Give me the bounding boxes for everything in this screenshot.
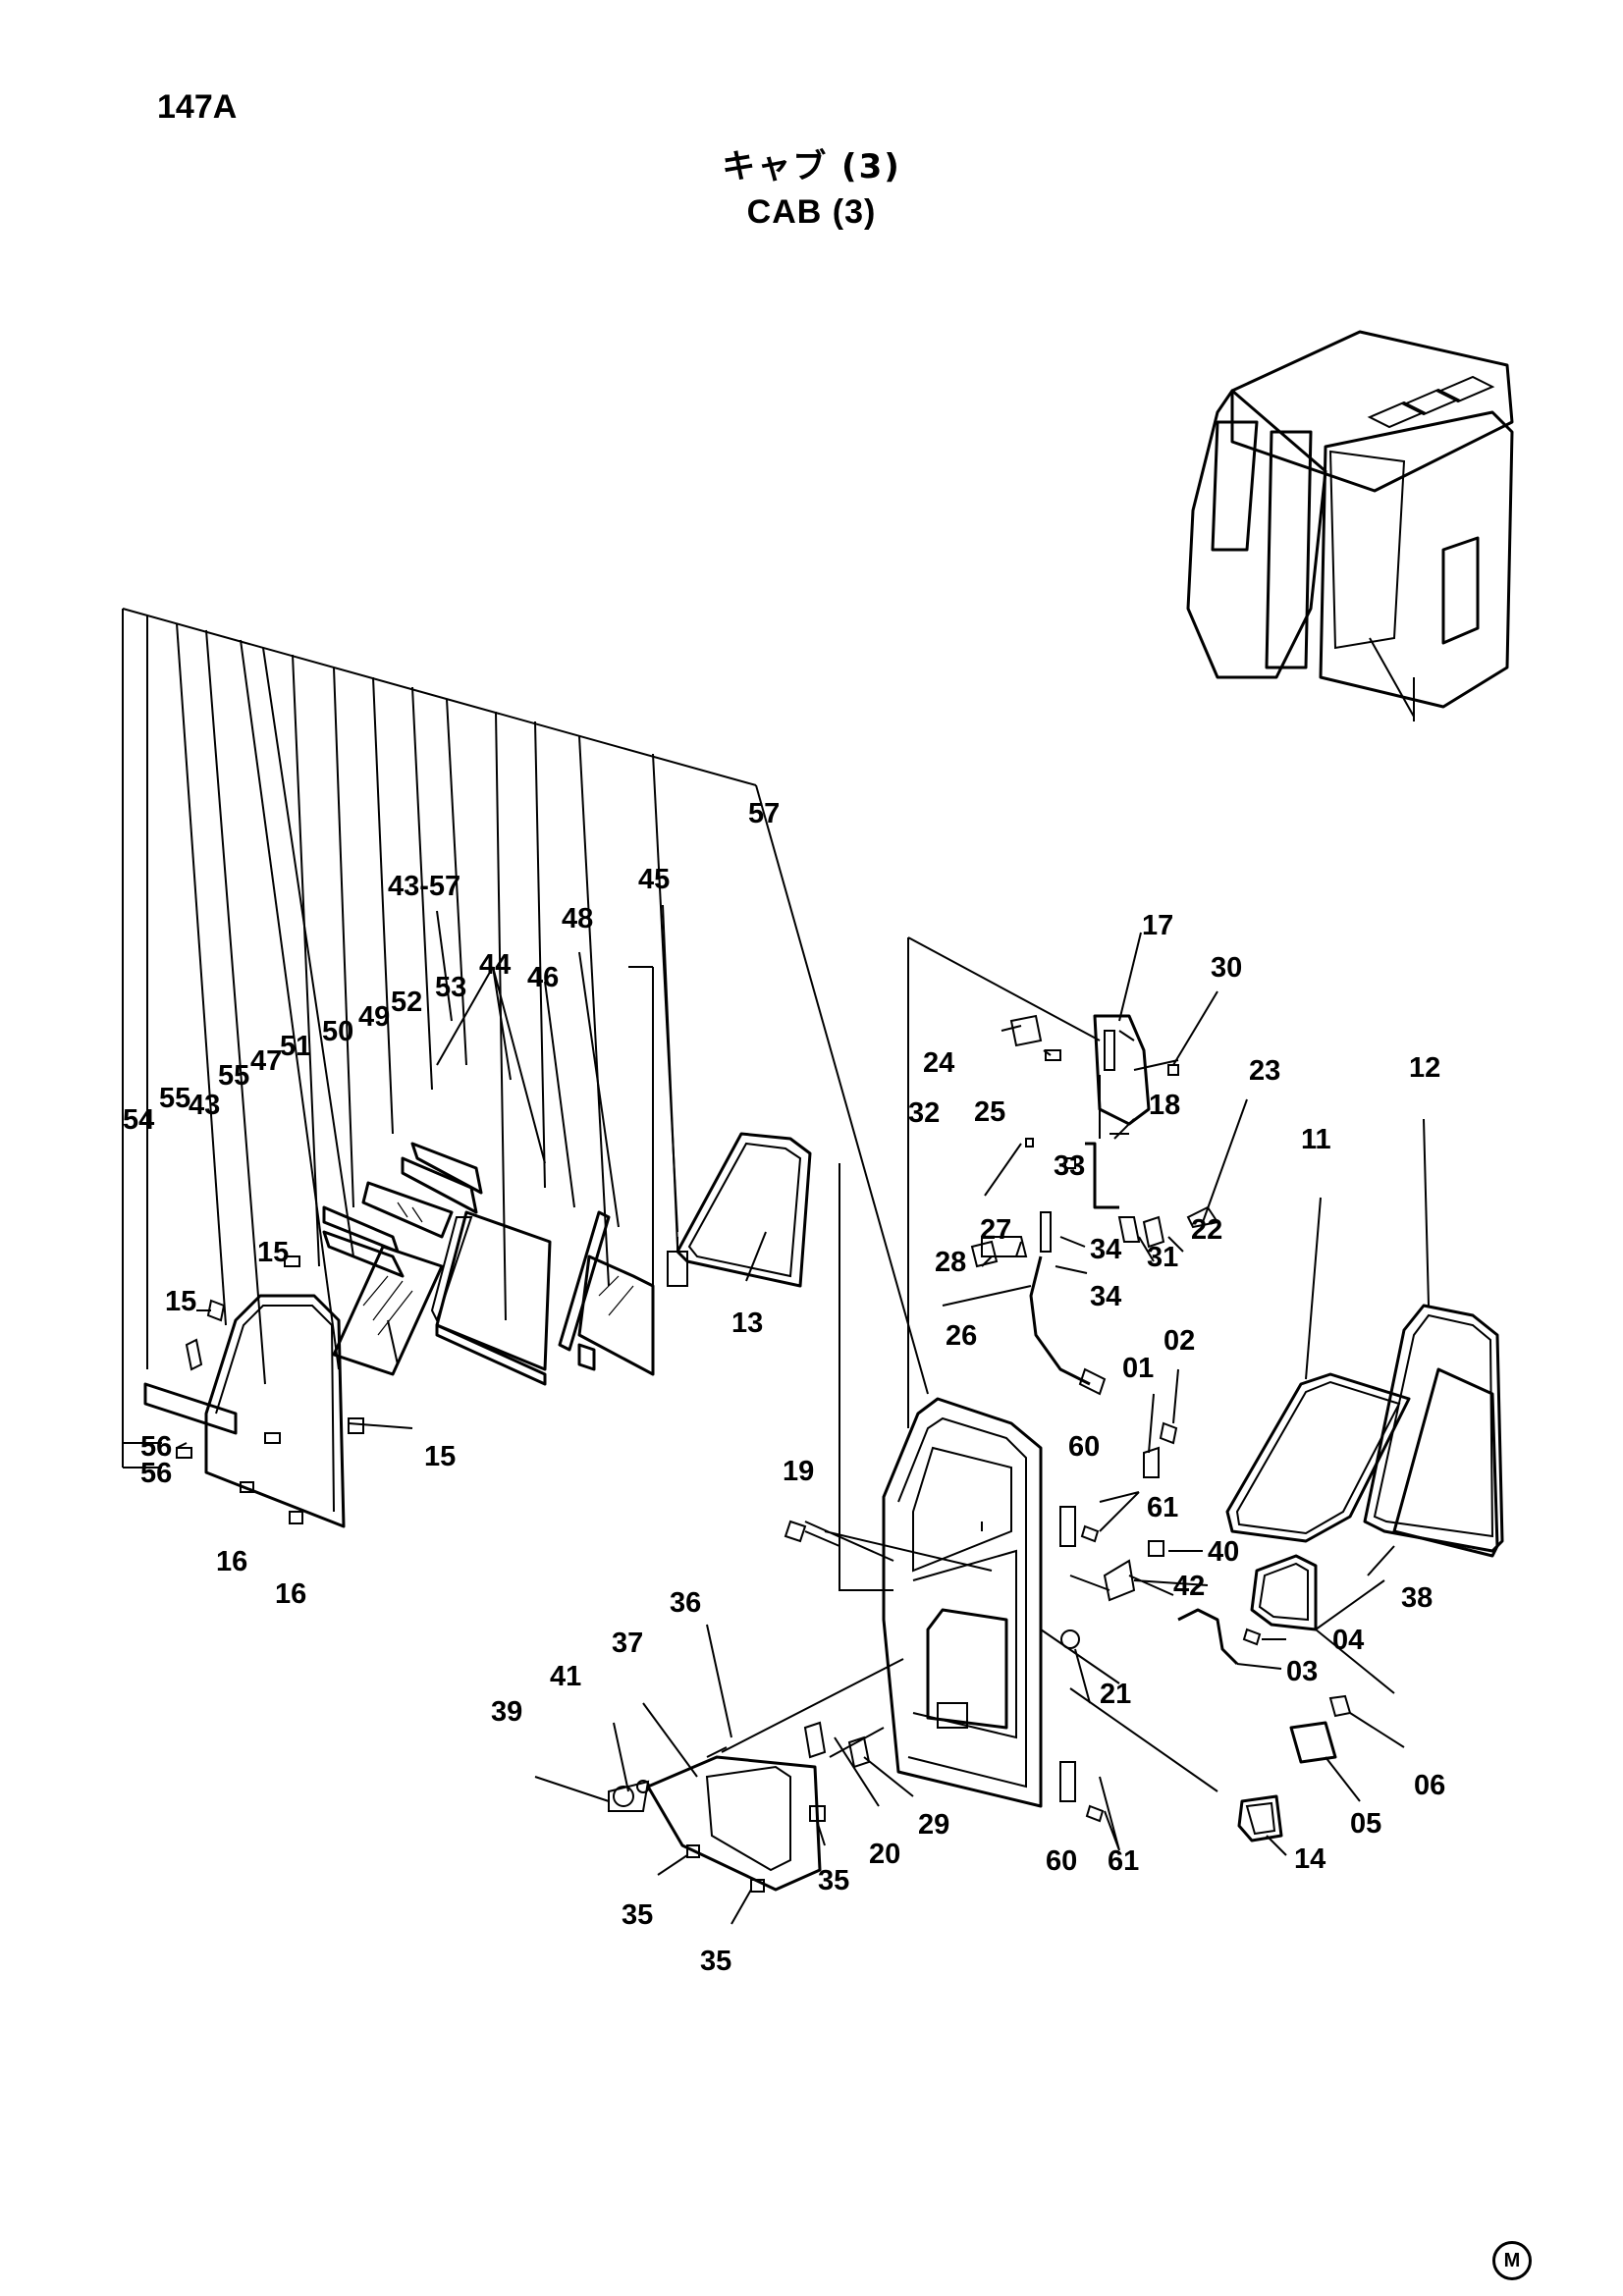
label-16b: 16	[275, 1578, 306, 1610]
label-33: 33	[1054, 1150, 1085, 1182]
label-56b: 56	[140, 1458, 172, 1489]
title-block: キャブ (3) CAB (3)	[0, 139, 1623, 232]
label-27: 27	[980, 1214, 1011, 1246]
door-assembly	[784, 936, 1140, 1851]
label-61a: 61	[1147, 1492, 1178, 1523]
title-japanese: キャブ (3)	[722, 147, 901, 187]
label-21: 21	[1100, 1679, 1131, 1710]
label-24: 24	[923, 1047, 954, 1079]
label-35a: 35	[818, 1865, 849, 1896]
label-04: 04	[1332, 1625, 1364, 1656]
label-55: 55	[159, 1083, 190, 1114]
label-43-57: 43-57	[388, 871, 460, 902]
window-assembly	[122, 608, 929, 1528]
label-17: 17	[1142, 910, 1173, 941]
label-51: 51	[280, 1031, 311, 1062]
label-47: 47	[250, 1045, 282, 1077]
label-30: 30	[1211, 952, 1242, 984]
label-38: 38	[1401, 1582, 1433, 1614]
label-26: 26	[946, 1320, 977, 1352]
page-code: 147A	[157, 88, 238, 126]
label-03: 03	[1286, 1656, 1318, 1687]
label-49: 49	[358, 1001, 390, 1033]
label-15c: 15	[424, 1441, 456, 1472]
label-53: 53	[435, 972, 466, 1003]
label-50: 50	[322, 1016, 353, 1047]
label-23: 23	[1249, 1055, 1280, 1087]
label-42: 42	[1173, 1571, 1205, 1602]
label-12: 12	[1409, 1052, 1440, 1084]
label-55b: 55	[218, 1060, 249, 1092]
label-36: 36	[670, 1587, 701, 1619]
label-40: 40	[1208, 1536, 1239, 1568]
part-number-labels: 54 55 43 55 47 51 50 49 52 53 43-57 44 4…	[123, 798, 1445, 1977]
label-57: 57	[748, 798, 780, 829]
label-34b: 34	[1090, 1281, 1121, 1312]
label-35b: 35	[622, 1899, 653, 1931]
label-46: 46	[527, 962, 559, 993]
label-06: 06	[1414, 1770, 1445, 1801]
label-45: 45	[638, 864, 670, 895]
label-11: 11	[1301, 1124, 1331, 1155]
label-60a: 60	[1068, 1431, 1100, 1463]
label-31: 31	[1147, 1242, 1178, 1273]
latch-cable-group	[970, 1014, 1262, 1666]
seal-group	[1225, 1304, 1504, 1694]
label-48: 48	[562, 903, 593, 934]
label-52: 52	[391, 987, 422, 1018]
label-37: 37	[612, 1628, 643, 1659]
label-05: 05	[1350, 1808, 1381, 1840]
label-29: 29	[918, 1809, 949, 1841]
label-32: 32	[908, 1097, 940, 1129]
cab-overview-illustration	[1186, 330, 1514, 721]
label-25: 25	[974, 1096, 1005, 1128]
label-34a: 34	[1090, 1234, 1121, 1265]
label-15a: 15	[257, 1237, 289, 1268]
label-13: 13	[731, 1308, 763, 1339]
label-56a: 56	[140, 1431, 172, 1463]
label-16a: 16	[216, 1546, 247, 1577]
label-14: 14	[1294, 1843, 1325, 1875]
label-35c: 35	[700, 1946, 731, 1977]
leader-lines	[387, 904, 1430, 1925]
label-54: 54	[123, 1104, 154, 1136]
label-22: 22	[1191, 1214, 1222, 1246]
manufacturer-mark: M	[1492, 2241, 1532, 2280]
label-19: 19	[783, 1456, 814, 1487]
title-english: CAB (3)	[746, 193, 877, 231]
label-15b: 15	[165, 1286, 196, 1317]
label-28: 28	[935, 1247, 966, 1278]
label-61b: 61	[1108, 1845, 1139, 1877]
label-60b: 60	[1046, 1845, 1077, 1877]
label-20: 20	[869, 1839, 900, 1870]
label-43: 43	[189, 1090, 220, 1121]
label-39: 39	[491, 1696, 522, 1728]
label-44: 44	[479, 949, 511, 981]
label-41: 41	[550, 1661, 581, 1692]
label-02: 02	[1163, 1325, 1195, 1357]
label-01: 01	[1122, 1353, 1154, 1384]
label-18: 18	[1149, 1090, 1180, 1121]
